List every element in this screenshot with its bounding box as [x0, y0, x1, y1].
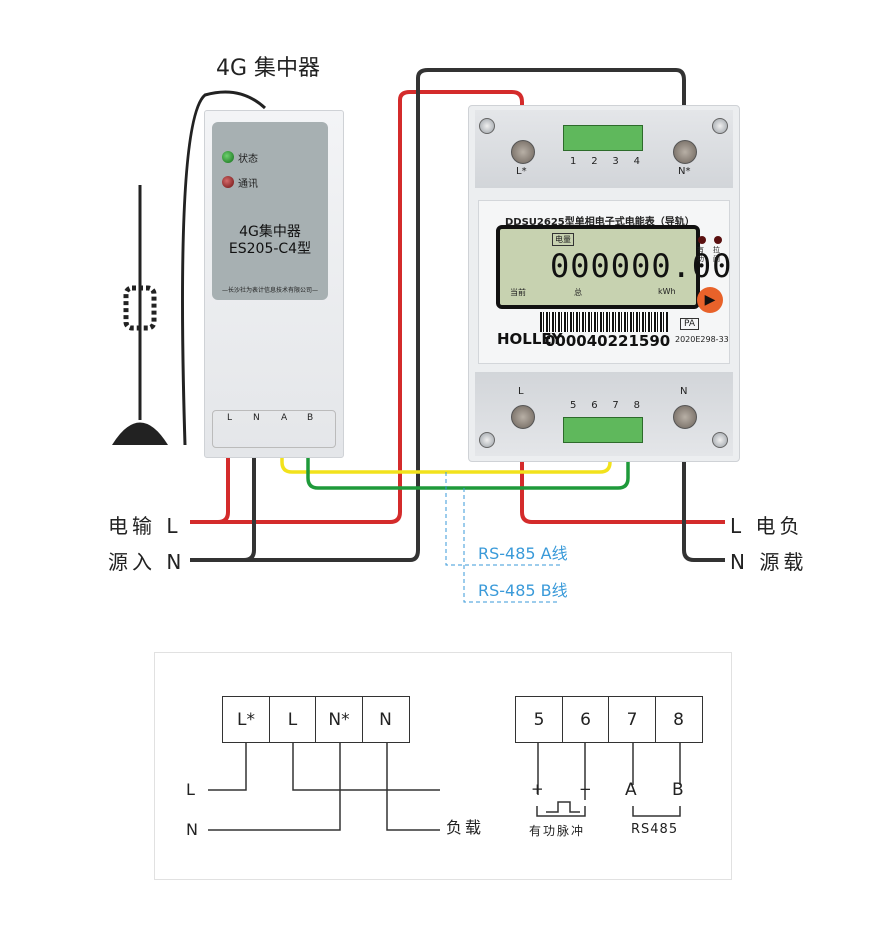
bottom-terminal-numbers: 5 6 7 8 — [570, 400, 640, 411]
neutral-output-wire — [682, 420, 725, 562]
schem-terminal-N-star: N* — [315, 696, 363, 743]
terminal-N: N — [253, 413, 260, 423]
power-input-L-label: 电输 L — [108, 514, 182, 538]
terminal-2-label: 2 — [591, 156, 598, 167]
concentrator-model-name: 4G集中器 — [239, 224, 301, 240]
screw-icon — [479, 118, 495, 134]
bottom-terminal-block — [563, 417, 643, 443]
live-input-wire — [190, 90, 524, 524]
antenna-icon — [112, 90, 267, 446]
terminal-B: B — [307, 413, 314, 423]
neutral-input-wire — [190, 68, 686, 562]
schem-terminal-5: 5 — [515, 696, 563, 743]
terminal-L-star-label: L* — [516, 166, 527, 177]
load-N-label: N 源载 — [730, 550, 808, 574]
status-led-label: 状态 — [238, 154, 258, 165]
schem-terminal-N: N — [361, 696, 410, 743]
concentrator-panel — [212, 122, 328, 300]
screw-icon — [712, 118, 728, 134]
comm-led-label: 通讯 — [238, 179, 258, 190]
schem-terminal-8: 8 — [654, 696, 703, 743]
schem-L-label: L — [186, 780, 195, 799]
lcd-current-label: 当前 — [510, 288, 526, 297]
rs485-b-label: RS-485 B线 — [478, 581, 568, 600]
schem-terminal-L: L — [268, 696, 317, 743]
comm-led-icon — [222, 176, 234, 188]
concentrator-L-wire — [217, 455, 230, 524]
terminal-1-label: 1 — [570, 156, 577, 167]
pulse-label: 有功脉冲 — [529, 824, 586, 838]
brand-logo: HOLLEY — [497, 330, 563, 348]
schem-load-label: 负载 — [446, 818, 485, 837]
rs485-a-leader — [445, 472, 560, 566]
rs485-a-label: RS-485 A线 — [478, 544, 568, 563]
rs485-b-leader — [463, 488, 560, 603]
concentrator-N-wire — [243, 455, 256, 562]
terminal-L-screw-icon — [511, 405, 535, 429]
barcode — [540, 312, 668, 332]
schem-N-label: N — [186, 820, 198, 839]
top-terminal-numbers: 1 2 3 4 — [570, 156, 640, 167]
status-led-icon — [222, 151, 234, 163]
meter-model-title: DDSU2625型单相电子式电能表（导轨） — [505, 217, 695, 228]
cert-mark: PA — [680, 318, 700, 330]
terminal-L-label: L — [518, 386, 524, 397]
lcd-total-label: 总 — [574, 288, 582, 297]
power-input-N-label: 源入 N — [108, 550, 186, 574]
terminal-7-label: 7 — [612, 400, 619, 411]
schem-A-label: A — [625, 780, 637, 800]
trip-indicator-icon — [714, 236, 722, 244]
terminal-5-label: 5 — [570, 400, 577, 411]
trip-indicator-label: 拉闸 — [713, 246, 720, 263]
terminal-6-label: 6 — [591, 400, 598, 411]
meter-serial: 000040221590 — [545, 332, 671, 350]
schem-rs485-label: RS485 — [631, 822, 679, 837]
lcd-reading: 000000.00 — [550, 247, 733, 285]
terminal-N-star-screw-icon — [673, 140, 697, 164]
active-indicator-icon — [698, 236, 706, 244]
rs485-b-wire — [306, 428, 630, 490]
terminal-N-star-label: N* — [678, 166, 691, 177]
wiring-schematic — [154, 652, 732, 880]
lcd-display: 电量 000000.00 当前 总 kWh — [496, 225, 731, 309]
lcd-tag: 电量 — [552, 233, 574, 246]
lcd-unit: kWh — [658, 287, 676, 296]
schem-B-label: B — [672, 780, 684, 800]
concentrator-title: 4G 集中器 — [216, 56, 321, 81]
terminal-L-star-screw-icon — [511, 140, 535, 164]
concentrator-model-number: ES205-C4型 — [228, 241, 312, 257]
terminal-4-label: 4 — [633, 156, 640, 167]
terminal-N-screw-icon — [673, 405, 697, 429]
terminal-3-label: 3 — [612, 156, 619, 167]
top-terminal-block — [563, 125, 643, 151]
schem-terminal-6: 6 — [561, 696, 610, 743]
terminal-L: L — [227, 413, 233, 423]
terminal-N-label: N — [680, 386, 688, 397]
schem-terminal-L-star: L* — [222, 696, 270, 743]
screw-icon — [479, 432, 495, 448]
display-scroll-button[interactable]: ▶ — [697, 287, 723, 313]
schem-plus-label: + — [531, 780, 544, 798]
signal-terminal-row: 5 6 7 8 — [515, 696, 703, 743]
cert-number: 2020E298-33 — [675, 335, 729, 344]
active-indicator-label: 有功 — [697, 246, 704, 263]
load-L-label: L 电负 — [730, 514, 804, 538]
terminal-A: A — [281, 413, 288, 423]
concentrator-company: —长沙社为表计信息技术有限公司— — [221, 287, 318, 294]
schem-terminal-7: 7 — [608, 696, 656, 743]
terminal-8-label: 8 — [633, 400, 640, 411]
screw-icon — [712, 432, 728, 448]
power-terminal-row: L* L N* N — [222, 696, 410, 743]
schem-minus-label: − — [579, 780, 592, 798]
live-output-wire — [520, 420, 725, 524]
concentrator-terminal-block: L N A B — [212, 410, 336, 448]
